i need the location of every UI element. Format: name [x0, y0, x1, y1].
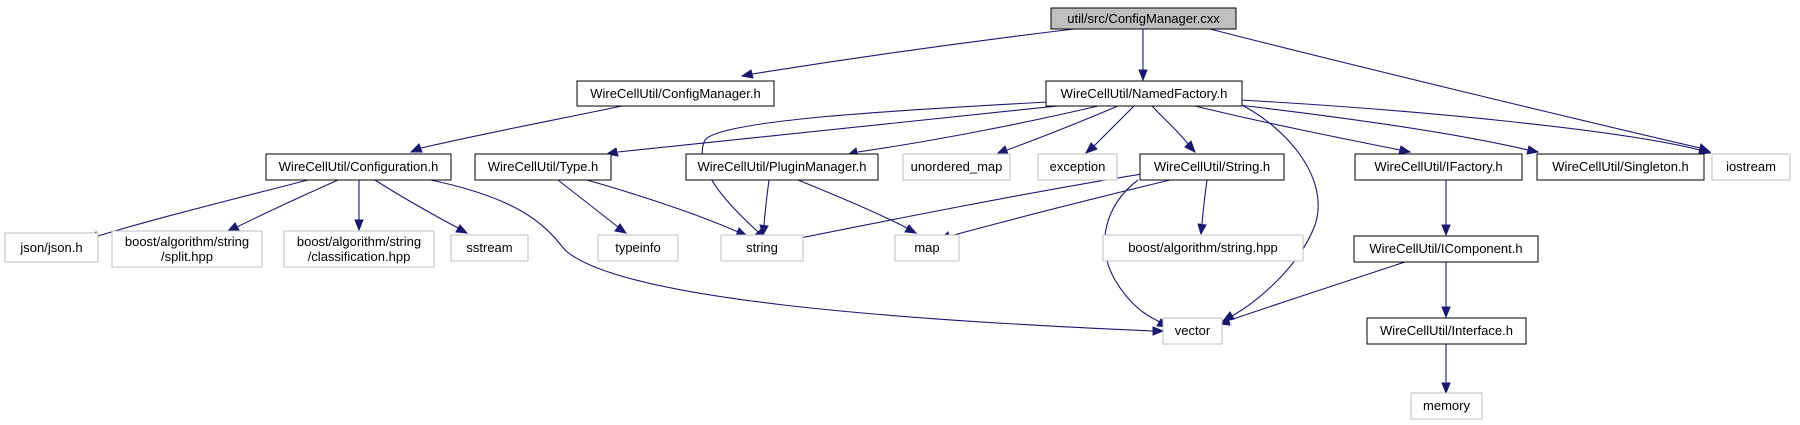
edge-type-to-typeinfo: [557, 179, 628, 234]
node-label: WireCellUtil/NamedFactory.h: [1061, 86, 1228, 101]
node-interface[interactable]: WireCellUtil/Interface.h: [1366, 317, 1527, 345]
node-type[interactable]: WireCellUtil/Type.h: [474, 153, 612, 181]
node-namedfactory[interactable]: WireCellUtil/NamedFactory.h: [1045, 80, 1243, 107]
edge-namedfactory-to-singleton: [1229, 103, 1540, 155]
edge-namedfactory-to-iostream: [1239, 99, 1712, 155]
node-label: WireCellUtil/ConfigManager.h: [590, 86, 761, 101]
edge-string-h-to-boost-string: [1197, 179, 1208, 236]
node-label: boost/algorithm/string.hpp: [1128, 240, 1278, 255]
node-configmanager-h[interactable]: WireCellUtil/ConfigManager.h: [576, 80, 775, 107]
node-label: /classification.hpp: [308, 249, 411, 264]
node-map[interactable]: map: [894, 234, 960, 262]
node-vector[interactable]: vector: [1162, 317, 1223, 345]
edge-namedfactory-to-unordered-map: [995, 105, 1119, 155]
node-label: WireCellUtil/PluginManager.h: [697, 159, 866, 174]
node-label: WireCellUtil/IFactory.h: [1374, 159, 1502, 174]
node-label: WireCellUtil/Type.h: [488, 159, 599, 174]
node-classification-hpp[interactable]: boost/algorithm/string /classification.h…: [283, 230, 435, 268]
node-ifactory[interactable]: WireCellUtil/IFactory.h: [1354, 153, 1523, 181]
edge-namedfactory-to-exception: [1084, 105, 1135, 154]
node-label: boost/algorithm/string: [125, 234, 249, 249]
node-label: util/src/ConfigManager.cxx: [1067, 11, 1220, 26]
edge-string-h-to-string: [778, 172, 1149, 245]
node-label: WireCellUtil/Configuration.h: [279, 159, 439, 174]
node-label: WireCellUtil/Singleton.h: [1552, 159, 1689, 174]
node-label: iostream: [1726, 159, 1776, 174]
node-label: string: [746, 240, 778, 255]
edge-configuration-to-sstream: [374, 179, 469, 234]
edge-icomponent-to-interface: [1441, 262, 1451, 319]
node-pluginmanager[interactable]: WireCellUtil/PluginManager.h: [685, 153, 879, 181]
node-json[interactable]: json/json.h: [4, 232, 99, 263]
node-label: sstream: [466, 240, 512, 255]
edge-ifactory-to-icomponent: [1441, 180, 1451, 237]
edge-namedfactory-to-string-h: [1151, 105, 1196, 154]
edge-icomponent-to-vector: [1218, 261, 1406, 326]
edge-interface-to-memory: [1441, 343, 1451, 395]
edge-configmanager-h-to-configuration: [409, 105, 623, 153]
node-unordered-map[interactable]: unordered_map: [902, 153, 1011, 181]
node-label: WireCellUtil/String.h: [1154, 159, 1270, 174]
node-label: memory: [1423, 398, 1470, 413]
node-label: WireCellUtil/Interface.h: [1380, 323, 1513, 338]
node-label: /split.hpp: [161, 249, 213, 264]
node-label: exception: [1050, 159, 1106, 174]
edge-namedfactory-to-vector: [1221, 103, 1319, 322]
node-typeinfo[interactable]: typeinfo: [597, 234, 679, 262]
edge-root-to-iostream: [1209, 28, 1712, 153]
node-sstream[interactable]: sstream: [450, 234, 529, 262]
node-singleton[interactable]: WireCellUtil/Singleton.h: [1536, 153, 1705, 181]
node-icomponent[interactable]: WireCellUtil/IComponent.h: [1353, 235, 1539, 263]
node-label: WireCellUtil/IComponent.h: [1369, 241, 1522, 256]
node-label: boost/algorithm/string: [297, 234, 421, 249]
node-configuration[interactable]: WireCellUtil/Configuration.h: [265, 153, 452, 181]
node-string[interactable]: string: [720, 234, 804, 262]
edge-namedfactory-to-ifactory: [1194, 105, 1412, 155]
edge-namedfactory-to-type: [605, 105, 1059, 157]
node-configmanager-cxx[interactable]: util/src/ConfigManager.cxx: [1050, 7, 1237, 30]
edge-namedfactory-to-pluginmanager: [846, 105, 1099, 157]
edge-root-to-namedfactory: [1138, 29, 1148, 82]
node-label: typeinfo: [615, 240, 661, 255]
node-label: map: [914, 240, 939, 255]
edge-configuration-to-split: [226, 179, 339, 232]
node-iostream[interactable]: iostream: [1711, 153, 1791, 181]
edge-configuration-to-vector: [404, 174, 1165, 336]
edge-root-to-configmanager-h: [740, 28, 1075, 79]
node-split-hpp[interactable]: boost/algorithm/string /split.hpp: [111, 230, 263, 268]
node-exception[interactable]: exception: [1037, 153, 1118, 181]
node-label: unordered_map: [911, 159, 1003, 174]
node-label: json/json.h: [19, 240, 82, 255]
node-label: vector: [1175, 323, 1211, 338]
node-boost-string-hpp[interactable]: boost/algorithm/string.hpp: [1102, 234, 1304, 262]
edge-type-to-string: [579, 177, 749, 237]
edge-pluginmanager-to-string: [759, 179, 770, 237]
node-string-h[interactable]: WireCellUtil/String.h: [1139, 153, 1285, 181]
edge-pluginmanager-to-map: [797, 179, 918, 234]
node-memory[interactable]: memory: [1410, 392, 1483, 420]
edge-configuration-to-classification: [354, 180, 364, 232]
